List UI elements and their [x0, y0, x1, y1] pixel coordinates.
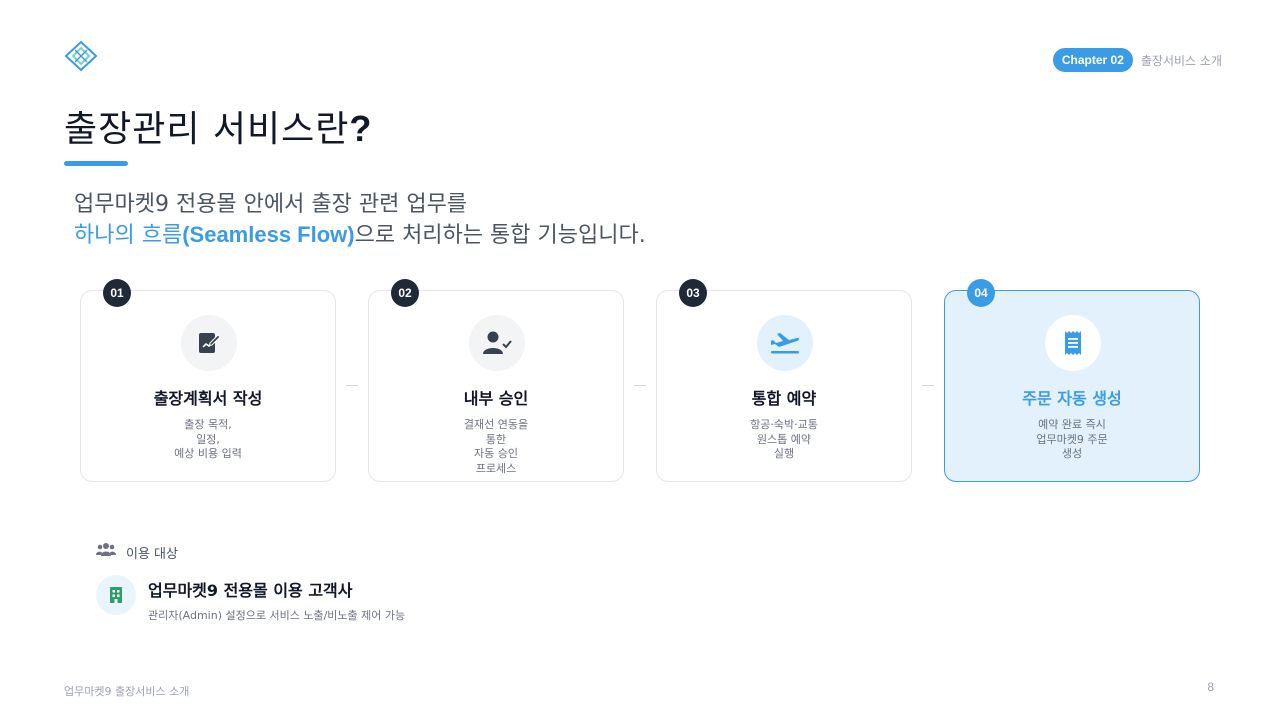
page-number: 8 — [1207, 680, 1214, 694]
footer-title: 업무마켓9 출장서비스 소개 — [64, 685, 190, 698]
intro-highlight-ko: 하나의 흐름 — [74, 223, 183, 248]
step-card-approval: 02 내부 승인 결재선 연동을 통한 자동 승인 프로세스 — [368, 279, 624, 482]
intro-text: 업무마켓9 전용몰 안에서 출장 관련 업무를 하나의 흐름(Seamless … — [74, 190, 646, 251]
chapter-badge: Chapter 02 — [1052, 48, 1133, 72]
target-users-section: 이용 대상 업무마켓9 전용몰 이용 고객사 관리자(Admin) 설정으로 서… — [96, 542, 405, 622]
step-title: 주문 자동 생성 — [1022, 389, 1122, 408]
receipt-icon — [1045, 315, 1101, 371]
step-number: 02 — [391, 279, 419, 307]
page-title-suffix: ? — [349, 108, 373, 149]
target-label: 이용 대상 — [126, 546, 178, 562]
diamond-logo-icon — [64, 40, 98, 72]
step-title: 출장계획서 작성 — [153, 389, 263, 408]
step-card-order: 04 주문 자동 생성 예약 완료 즉시 업무마켓9 주문 생성 — [944, 279, 1200, 482]
airplane-icon — [757, 315, 813, 371]
step-title: 내부 승인 — [463, 389, 529, 408]
process-steps: 01 출장계획서 작성 출장 목적, 일정, 예상 비용 입력 02 내부 승인… — [80, 279, 1200, 482]
target-text: 업무마켓9 전용몰 이용 고객사 관리자(Admin) 설정으로 서비스 노출/… — [148, 575, 405, 623]
intro-line-1: 업무마켓9 전용몰 안에서 출장 관련 업무를 — [74, 192, 468, 217]
target-name: 업무마켓9 전용몰 이용 고객사 — [148, 581, 353, 600]
step-connector — [922, 385, 934, 386]
step-description: 결재선 연동을 통한 자동 승인 프로세스 — [463, 418, 529, 475]
target-header: 이용 대상 — [96, 542, 178, 562]
intro-highlight-en: (Seamless Flow) — [182, 222, 355, 247]
building-icon — [96, 575, 136, 615]
step-number: 04 — [967, 279, 995, 307]
step-card-plan: 01 출장계획서 작성 출장 목적, 일정, 예상 비용 입력 — [80, 279, 336, 482]
step-description: 출장 목적, 일정, 예상 비용 입력 — [174, 418, 242, 460]
step-connector — [346, 385, 358, 386]
step-description: 예약 완료 즉시 업무마켓9 주문 생성 — [1036, 418, 1108, 460]
step-number: 01 — [103, 279, 131, 307]
step-number: 03 — [679, 279, 707, 307]
users-icon — [96, 542, 116, 562]
target-subtext: 관리자(Admin) 설정으로 서비스 노출/비노출 제어 가능 — [148, 609, 406, 622]
intro-line-2: 하나의 흐름(Seamless Flow)으로 처리하는 통합 기능입니다. — [74, 220, 646, 251]
target-item: 업무마켓9 전용몰 이용 고객사 관리자(Admin) 설정으로 서비스 노출/… — [96, 575, 596, 623]
chapter-indicator: Chapter 02 출장서비스 소개 — [1052, 48, 1222, 72]
title-underline — [64, 161, 128, 166]
page-title: 출장관리 서비스란? — [64, 100, 372, 152]
chapter-label: 출장서비스 소개 — [1140, 53, 1222, 68]
intro-rest: 으로 처리하는 통합 기능입니다. — [354, 223, 646, 248]
step-card-booking: 03 통합 예약 항공·숙박·교통 원스톱 예약 실행 — [656, 279, 912, 482]
user-check-icon — [469, 315, 525, 371]
step-title: 통합 예약 — [751, 389, 817, 408]
page-title-text: 출장관리 서비스란 — [64, 109, 350, 150]
step-description: 항공·숙박·교통 원스톱 예약 실행 — [750, 418, 818, 460]
document-edit-icon — [181, 315, 237, 371]
step-connector — [634, 385, 646, 386]
